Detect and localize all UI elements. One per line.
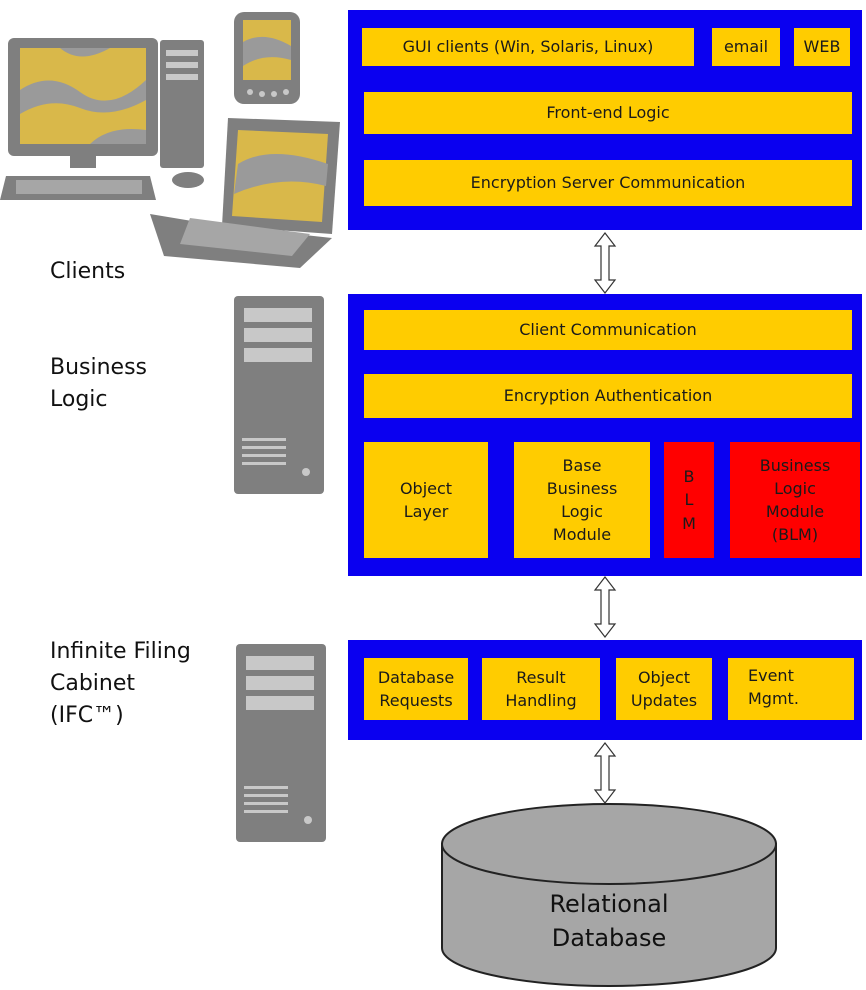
laptop-icon (150, 118, 340, 268)
client-communication-box: Client Communication (364, 310, 852, 350)
bidirectional-arrow-icon (593, 576, 617, 638)
server-tower-icon (234, 296, 324, 494)
database-cylinder-icon (441, 803, 777, 987)
database-requests-box: Database Requests (364, 658, 468, 720)
event-mgmt-box: Event Mgmt. (728, 658, 854, 720)
result-handling-box: Result Handling (482, 658, 600, 720)
bidirectional-arrow-icon (593, 232, 617, 294)
gui-clients-box: GUI clients (Win, Solaris, Linux) (362, 28, 694, 66)
ifc-tier: Database Requests Result Handling Object… (348, 640, 862, 740)
base-blm-box: Base Business Logic Module (514, 442, 650, 558)
server-tower-icon (236, 644, 326, 842)
blm-short-box: B L M (664, 442, 714, 558)
clients-label: Clients (50, 259, 126, 284)
business-logic-tier: Client Communication Encryption Authenti… (348, 294, 862, 576)
bidirectional-arrow-icon (593, 742, 617, 804)
ifc-label: Infinite Filing Cabinet (IFC™) (50, 639, 191, 728)
clients-tier: GUI clients (Win, Solaris, Linux) email … (348, 10, 862, 230)
blm-box: Business Logic Module (BLM) (730, 442, 860, 558)
desktop-computer-icon (0, 38, 204, 200)
web-box: WEB (794, 28, 850, 66)
front-end-logic-box: Front-end Logic (364, 92, 852, 134)
encryption-server-comm-box: Encryption Server Communication (364, 160, 852, 206)
object-updates-box: Object Updates (616, 658, 712, 720)
database-label: Relational Database (549, 890, 669, 952)
email-box: email (712, 28, 780, 66)
object-layer-box: Object Layer (364, 442, 488, 558)
encryption-authentication-box: Encryption Authentication (364, 374, 852, 418)
pda-icon (234, 12, 300, 104)
business-logic-label: Business Logic (50, 355, 148, 412)
